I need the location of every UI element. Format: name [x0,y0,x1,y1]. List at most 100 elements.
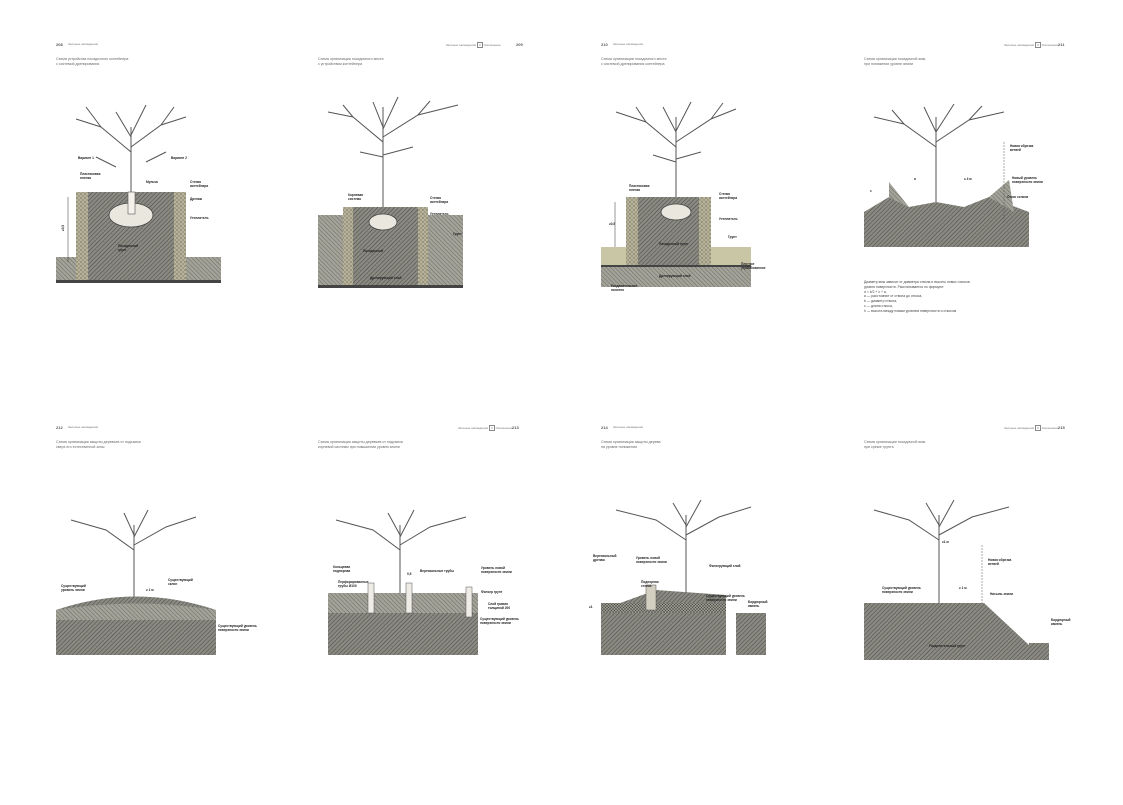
svg-text:пленка: пленка [629,188,640,192]
figure-caption: Схема организации посадочной ямы при сре… [864,440,926,449]
svg-text:Утеплитель: Утеплитель [430,212,449,216]
svg-text:система: система [348,197,361,201]
figure-planting-container: Корневая система Стенка контейнера Утепл… [318,96,463,288]
variant1-label: Вариант 1 [78,156,94,160]
svg-text:Вертикальные трубы: Вертикальные трубы [420,569,454,573]
page-number: 209 [516,42,523,47]
variant2-label: Вариант 2 [171,156,187,160]
page-number: 215 [1058,425,1065,430]
figure-caption: Схема организации защиты дерева на уровн… [601,440,661,449]
svg-text:Утеплитель: Утеплитель [719,217,738,221]
svg-text:Кольцевая: Кольцевая [333,565,350,569]
svg-text:Стенка: Стенка [190,180,201,184]
svg-text:Подпорная: Подпорная [641,580,659,584]
svg-text:контейнера: контейнера [719,196,737,200]
figure-caption: Схема устройства посадочного контейнера … [56,57,129,66]
running-header: Зеленые насаждения [613,425,643,429]
svg-text:≤ 4 м: ≤ 4 м [964,177,972,181]
page-number: 212 [56,425,63,430]
svg-text:поверхности земли: поверхности земли [1012,180,1043,184]
svg-text:Посадочный грунт: Посадочный грунт [659,242,689,246]
svg-text:Стенка: Стенка [430,196,441,200]
page-number: 213 [512,425,519,430]
svg-text:Существующий уровень: Существующий уровень [218,624,257,628]
svg-text:Фильтрующий слой: Фильтрующий слой [709,564,741,568]
figure-caption: Схема организации посадочного места с ус… [318,57,384,66]
svg-text:ветвей: ветвей [988,562,999,566]
svg-text:Насыпь земли: Насыпь земли [990,592,1013,596]
svg-text:дренаж: дренаж [593,558,605,562]
svg-text:Грунт: Грунт [728,235,737,239]
page-214: 214 Зеленые насаждения Схема организации… [589,425,861,805]
page-number: 214 [601,425,608,430]
figure-fill-protection: Существующий уровень земли Существующий … [56,509,257,655]
svg-text:≥1 м: ≥1 м [942,540,949,544]
figure-lowered-level-protection: Вертикальный дренаж Уровень новой поверх… [589,499,767,655]
svg-text:Новая обрезка: Новая обрезка [988,558,1011,562]
svg-text:пленка: пленка [80,176,91,180]
formula-note: Диаметр ямы зависит от диаметра ствола и… [864,280,970,313]
svg-text:Грунт: Грунт [453,232,462,236]
svg-text:Стенка: Стенка [719,192,730,196]
svg-text:ветвей: ветвей [1010,148,1021,152]
figure-cut-grade-pit: ≥1 м Новая обрезка ветвей Существующий у… [864,499,1070,660]
svg-text:камень: камень [748,604,759,608]
svg-text:трубы Ø100: трубы Ø100 [338,584,357,588]
svg-text:Откос склона: Откос склона [1007,195,1028,199]
svg-text:поверхности земли: поверхности земли [636,560,667,564]
svg-text:склон: склон [168,582,177,586]
figure-caption: Схема организации защиты деревьев от под… [318,440,403,449]
svg-text:c: c [870,189,872,193]
svg-text:Существующий уровень: Существующий уровень [882,586,921,590]
svg-text:Дренирующий слой: Дренирующий слой [370,276,401,280]
svg-text:утрамбованное: утрамбованное [741,266,766,270]
svg-text:Бордюрный: Бордюрный [1051,618,1070,622]
page-number: 211 [1058,42,1065,47]
svg-text:грунт: грунт [118,248,127,252]
figure-container-drainage: Вариант 1 Вариант 2 Пластиковая пленка М… [56,104,221,283]
svg-text:Слой гравия: Слой гравия [488,602,508,606]
figure-lowered-grade-pit: Новая обрезка ветвей Новый уровень повер… [864,103,1043,247]
svg-text:Уровень новой: Уровень новой [636,556,660,560]
svg-text:Уровень новой: Уровень новой [481,566,505,570]
svg-text:Пластиковая: Пластиковая [629,184,650,188]
figure-caption: Схема организации посадочного места с си… [601,57,667,66]
svg-text:≥ 1 м: ≥ 1 м [959,586,967,590]
svg-text:Бордюрный: Бордюрный [748,600,767,604]
svg-text:≥1: ≥1 [589,605,593,609]
svg-text:стенка: стенка [641,584,652,588]
svg-text:камень: камень [1051,622,1062,626]
svg-text:поверхности земли: поверхности земли [218,628,249,632]
svg-text:≥ 1 м: ≥ 1 м [146,588,154,592]
figure-caption: Схема организации посадочной ямы при пон… [864,57,926,66]
figure-raised-grade-protection: Кольцевая подпорная Перфорированные труб… [328,509,519,655]
figure-caption: Схема организации защиты деревьев от под… [56,440,141,449]
svg-text:контейнера: контейнера [430,200,448,204]
svg-text:Новый уровень: Новый уровень [1012,176,1037,180]
running-header: Зеленые насаждения [68,425,98,429]
svg-text:Существующий: Существующий [61,584,86,588]
svg-text:Новая обрезка: Новая обрезка [1010,144,1033,148]
svg-text:толщиной 200: толщиной 200 [488,606,510,610]
svg-text:Разделительный грунт: Разделительный грунт [929,644,966,648]
svg-text:Разделительное: Разделительное [611,284,637,288]
svg-text:Посадочный: Посадочный [118,244,138,248]
svg-text:Перфорированные: Перфорированные [338,580,369,584]
svg-text:контейнера: контейнера [190,184,208,188]
svg-text:поверхности земли: поверхности земли [706,598,737,602]
svg-text:Дренирующий слой: Дренирующий слой [659,274,690,278]
svg-text:Вертикальный: Вертикальный [593,554,616,558]
svg-text:≥0,5: ≥0,5 [609,222,615,226]
svg-text:поверхности земли: поверхности земли [481,570,512,574]
svg-text:подпорная: подпорная [333,569,350,573]
svg-text:Пластиковая: Пластиковая [80,172,101,176]
svg-text:Плотное: Плотное [741,262,755,266]
running-header: Зеленые насаждения [68,42,98,46]
svg-text:a: a [914,177,916,181]
svg-text:Утеплитель: Утеплитель [190,216,209,220]
